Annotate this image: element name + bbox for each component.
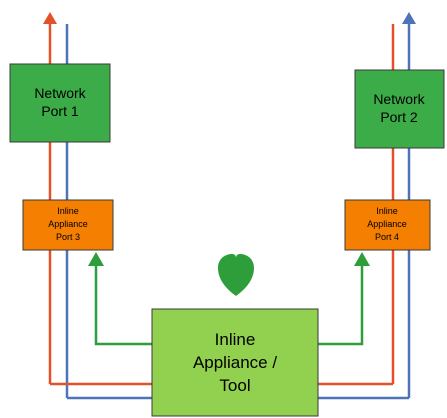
left-red-arrow-head: [43, 12, 57, 24]
tool-label-line1: Inline: [215, 330, 256, 349]
network-port-2-label-line1: Network: [373, 91, 425, 107]
network-port-1-box: Network Port 1: [9, 63, 111, 143]
inline-appliance-port-4-box: Inline Appliance Port 4: [344, 199, 431, 251]
network-port-1-label-line2: Port 1: [41, 103, 79, 119]
tool-label-line2: Appliance /: [193, 353, 277, 372]
heart-icon: [218, 254, 254, 296]
inline-port-4-label-line1: Inline: [376, 206, 398, 216]
network-port-2-box: Network Port 2: [354, 69, 445, 149]
inline-port-4-label-line3: Port 4: [375, 232, 399, 242]
inline-port-3-label-line3: Port 3: [56, 232, 80, 242]
network-port-2-label-line2: Port 2: [380, 109, 418, 125]
inline-appliance-port-3-box: Inline Appliance Port 3: [22, 199, 114, 251]
right-blue-arrow-head: [402, 12, 416, 24]
inline-appliance-tool-box: Inline Appliance / Tool: [151, 308, 319, 417]
right-heartbeat-arrow-head: [354, 252, 370, 266]
right-heartbeat-path: [318, 266, 364, 346]
network-port-1-label-line1: Network: [34, 85, 86, 101]
tool-label-line3: Tool: [219, 376, 250, 395]
inline-port-3-label-line2: Appliance: [48, 219, 88, 229]
heartbeat-arrows: [88, 252, 370, 346]
inline-port-4-label-line2: Appliance: [367, 219, 407, 229]
bottom-connections: [50, 382, 409, 400]
inline-port-3-label-line1: Inline: [57, 206, 79, 216]
left-heartbeat-path: [94, 266, 152, 346]
left-heartbeat-arrow-head: [88, 252, 104, 266]
